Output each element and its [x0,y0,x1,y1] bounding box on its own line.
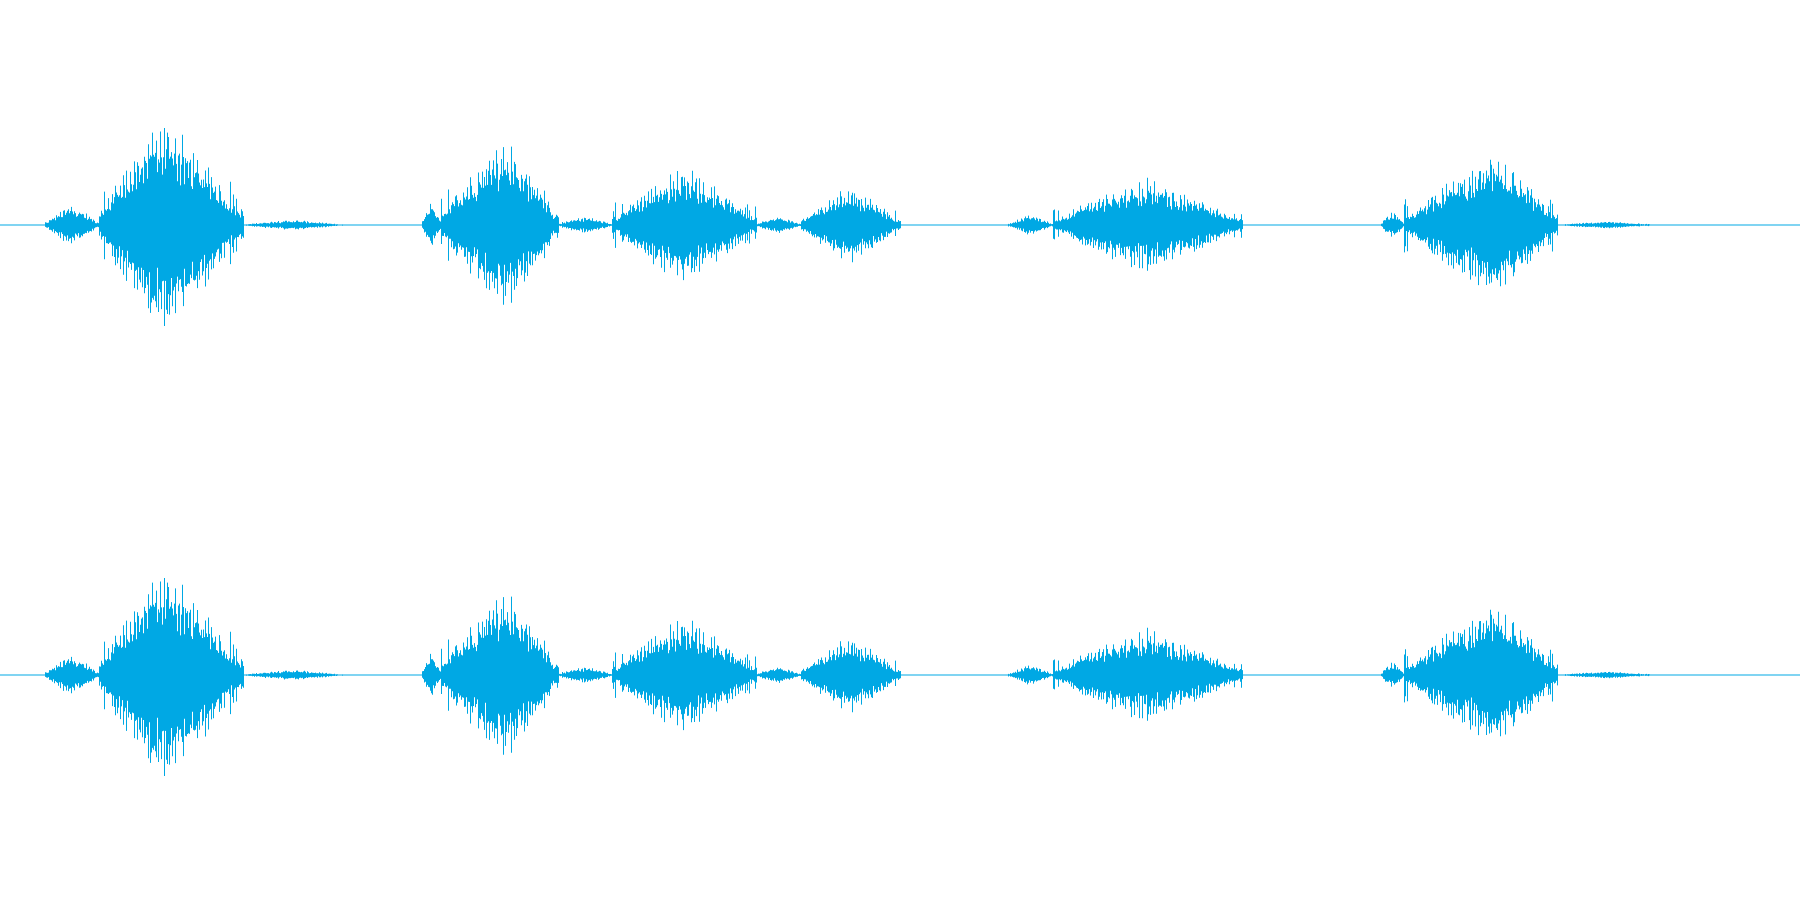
waveform-trace [45,578,1650,776]
channel-right[interactable] [0,578,1800,776]
waveform-trace [45,128,1650,326]
channel-left[interactable] [0,128,1800,326]
